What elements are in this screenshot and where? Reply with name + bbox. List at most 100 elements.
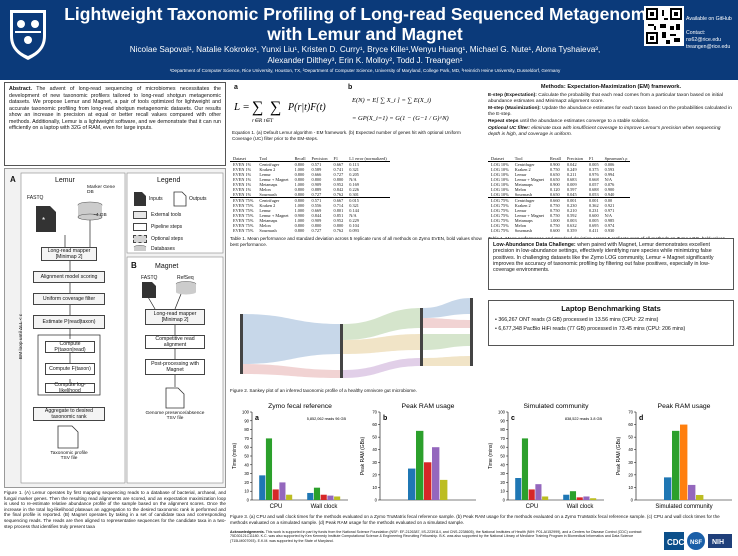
refseq-label: RefSeq [177,275,194,281]
table-cell: EVEN 75% [233,223,254,228]
acknowledgements: Acknowledgements. This work is supported… [230,530,660,556]
sankey-plot [240,298,473,378]
table-cell: 0.800 [294,223,305,228]
y-axis-label: Time (mins) [488,443,494,470]
table-cell: Lemur [514,208,527,213]
table-cell: 0.800 [294,228,305,233]
methods-panel: Methods: Expectation-Maximization (EM) f… [488,84,734,154]
table-cell: Melon [259,223,271,228]
magnet-fastq-icon [142,282,156,298]
contact-email-1[interactable]: ns62@rice.edu [686,37,721,43]
uc-text: eliminate taxa with insufficient coverag… [488,125,721,137]
table-cell: 0.800 [311,223,322,228]
table-cell: 0.359 [566,228,577,233]
chart-bar [569,491,577,500]
sankey-flow [242,364,342,378]
table-cell: LOG 10% [491,192,509,197]
estimate-step: Estimate P(read|taxon) [33,315,105,329]
optional-legend-swatch [133,235,147,243]
chart-bar [672,430,680,500]
chart-bar [688,484,696,500]
table-cell: Metamaps [259,218,278,223]
table-cell: 0.750 [549,213,560,218]
table-cell: 0.144 [349,208,359,213]
low-abundance-panel: Low-Abundance Data Challenge: when paire… [488,238,734,290]
y-tick-label: 60 [372,422,377,427]
em-loop-label: EM loop until ΔLL < ε [19,313,24,359]
authors-line-1: Nicolae Sapoval¹, Natalie Kokroko¹, Yunx… [129,45,601,54]
table-cell: 0.589 [311,167,322,172]
table-cell: 0.741 [333,167,344,172]
nsf-logo-icon [687,532,705,550]
table-cell: 0.057 [588,182,599,187]
figure-1-label-a: A [10,175,16,184]
chart-title: Peak RAM usage [658,403,711,410]
table-cell: LOG 75% [491,208,509,213]
svg-text:= GP(X_i=1) = G(1 − (G−1 / G)^: = GP(X_i=1) = G(1 − (G−1 / G)^N) [352,115,449,122]
table-cell: Sourmash [259,228,277,233]
table-cell: 1.000 [549,218,560,223]
chart-bar [583,496,590,500]
table-cell: Kraken 2 [259,203,276,208]
table-cell: 0.800 [333,223,344,228]
y-tick-label: 90 [500,418,505,423]
table-cell: 0.695 [588,223,599,228]
low-abundance-text: when paired with Magnet, Lemur demonstra… [493,242,714,274]
table-cell: 0.762 [333,228,344,233]
qr-code[interactable] [644,6,684,46]
table-cell: EVEN 1% [233,192,252,197]
table-header: Dataset [488,156,512,162]
table-cell: LOG 10% [491,182,509,187]
table-1-caption: Table 1. Mean performance and standard d… [230,236,482,247]
table-cell: 0.650 [549,192,560,197]
table-cell: 0.976 [588,172,599,177]
compute-f-taxon-step: Compute F(taxon) [45,363,95,375]
table-cell: 0.301 [349,192,359,197]
y-tick-label: 70 [244,436,249,441]
table-cell: 1.000 [294,218,305,223]
sankey-flow [342,334,422,354]
table-cell: 0.571 [308,197,331,203]
table-cell: Centrifuger [256,197,292,203]
aggregate-step: Aggregate to desired taxonomic rank [33,407,105,421]
figure-3-caption: Figure 3. (a) CPU and wall clock times f… [230,514,720,525]
chart-bar [408,468,416,500]
laptop-item-2-text: 6,677,348 PacBio HiFi reads (77 GB) proc… [498,325,686,332]
y-tick-label: 20 [244,480,249,485]
y-tick-label: 40 [628,447,633,452]
chart-bar [265,438,273,500]
table-cell: Lemur [514,172,527,177]
legend-optional: Optional steps [151,236,183,242]
sankey-flow [242,314,342,364]
low-abundance: Low-Abundance Data Challenge: when paire… [493,242,729,273]
table-cell: 0.800 [291,197,309,203]
y-tick-label: 90 [244,418,249,423]
contact-email-2[interactable]: treangen@rice.edu [686,44,731,50]
chart-bar [307,492,314,500]
table-cell: 0.592 [566,213,577,218]
laptop-item-1: • 366,267 ONT reads (3 GB) processed in … [495,317,659,323]
table-cell: 0.210 [566,208,577,213]
table-cell: 0.750 [549,208,560,213]
table-cell: 0.006 [604,162,615,167]
table-cell: Lemur + Magnet [514,177,544,182]
cdc-logo-icon [664,532,684,550]
genome-file-icon [165,387,185,409]
table-cell: 0.093 [349,228,359,233]
table-cell: 0.889 [311,187,322,192]
table-cell: Lemur + Magnet [259,213,289,218]
table-cell: 0.714 [333,203,344,208]
x-tick-label: CPU [270,504,283,510]
inputs-legend-icon [134,192,146,206]
table-cell: 0.683 [566,177,577,182]
table-cell: 0.042 [566,162,577,167]
table-cell: 0.669 [311,208,322,213]
chart-annotation: 5,852,062 reads 96 GB [307,417,347,421]
chart-bar [696,494,704,500]
table-cell: 0.600 [588,213,599,218]
svg-text:P(r|t)F(t): P(r|t)F(t) [287,102,326,113]
